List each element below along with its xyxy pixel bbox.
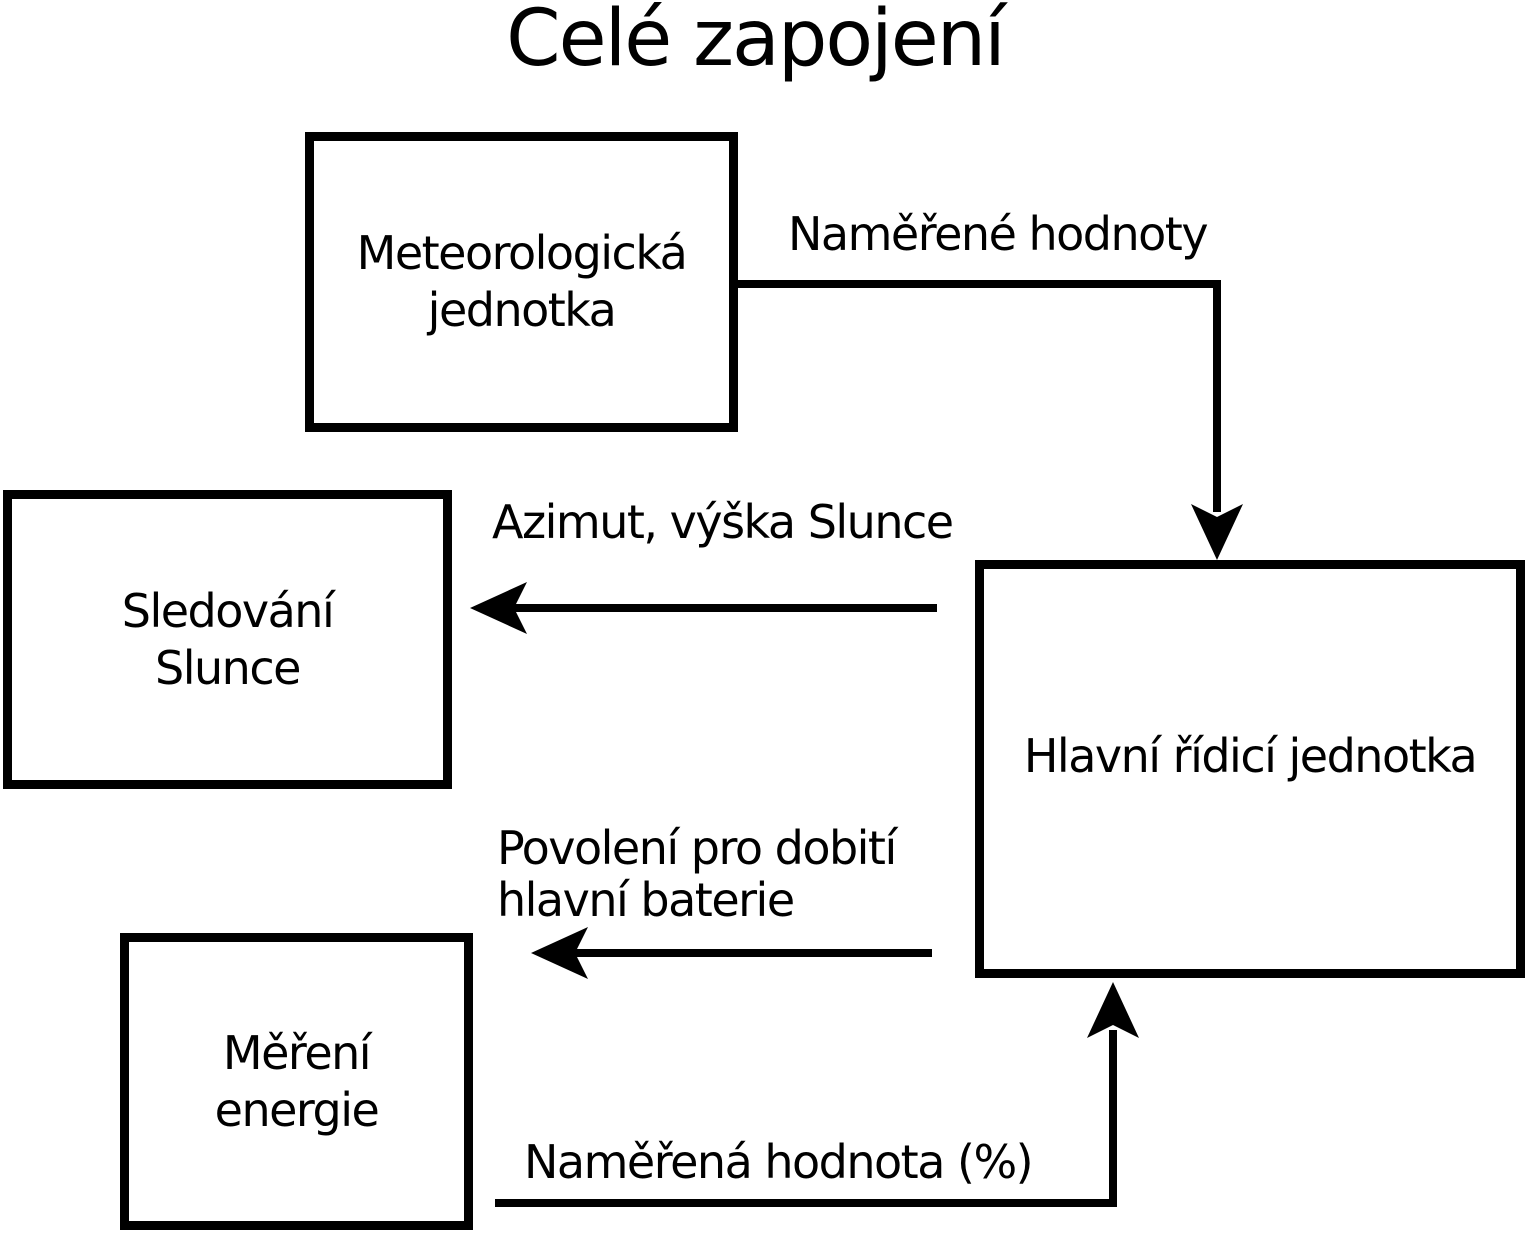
node-meteorological-unit: Meteorologická jednotka (305, 132, 738, 432)
edge-label-measured-percent: Naměřená hodnota (%) (524, 1135, 1034, 1189)
node-label-line: Měření (222, 1025, 372, 1080)
arrowhead-left-icon (470, 582, 527, 634)
node-label-line: Sledování (121, 583, 335, 638)
arrowhead-up-icon (1087, 982, 1139, 1038)
edge-meteo-to-main-line (734, 280, 1221, 512)
node-sun-tracking: Sledování Slunce (3, 490, 452, 789)
edge-label-line: hlavní baterie (497, 873, 795, 927)
node-label-line: Hlavní řídicí jednotka (1023, 728, 1478, 783)
node-label-line: Meteorologická (356, 226, 688, 280)
edge-label-azimuth-sun-height: Azimut, výška Slunce (492, 495, 954, 549)
edge-energy-to-main-line (495, 1030, 1117, 1207)
node-label-line: Slunce (155, 640, 301, 695)
node-label-line: energie (214, 1082, 380, 1137)
node-energy-measurement: Měření energie (120, 933, 473, 1230)
node-main-control-unit: Hlavní řídicí jednotka (975, 560, 1525, 978)
arrowhead-down-icon (1191, 504, 1243, 560)
node-label-line: jednotka (427, 283, 617, 337)
diagram-title: Celé zapojení (506, 0, 1006, 84)
edge-label-recharge-permission: Povolení pro dobití hlavní baterie (497, 821, 897, 927)
arrowhead-left-icon (531, 927, 588, 979)
edge-label-measured-values: Naměřené hodnoty (788, 207, 1209, 261)
edge-label-line: Povolení pro dobití (497, 821, 897, 875)
